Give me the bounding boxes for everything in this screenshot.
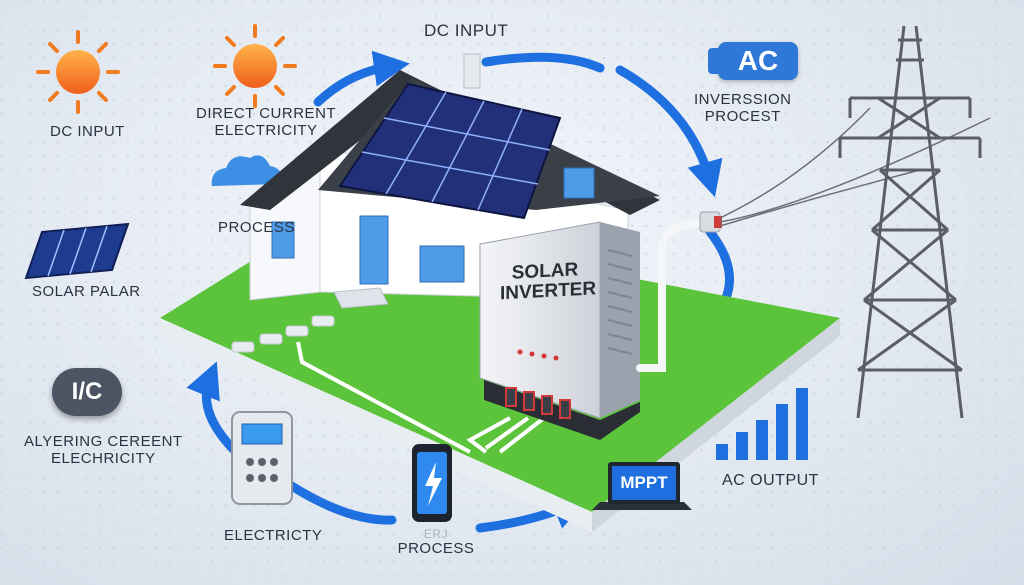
mppt-screen: MPPT	[608, 462, 680, 504]
solar-panel-label: SOLAR PALAR	[32, 283, 141, 300]
direct-current-line2: ELECTRICITY	[214, 121, 318, 139]
connector-icon	[699, 211, 722, 233]
inverter-icon	[479, 221, 640, 440]
inversion-line1: INVERSSION	[694, 91, 792, 108]
laptop-icon	[592, 502, 692, 510]
dc-input-left-label: DC INPUT	[50, 123, 125, 140]
transmission-tower-icon	[838, 25, 982, 419]
alternating-current-label: ALYERING CEREENT ELECHRICITY	[24, 433, 183, 467]
electricity-bottom-label: ELECTRICTY	[224, 527, 323, 544]
power-lines	[719, 107, 991, 227]
sun-icon	[36, 30, 120, 114]
ac-output-label: AC OUTPUT	[722, 472, 819, 489]
dc-input-top-label: DC INPUT	[424, 21, 509, 40]
bar-chart-bar	[776, 404, 788, 460]
bar-chart-icon	[716, 388, 808, 460]
phone-icon	[412, 444, 452, 522]
cloud-icon	[211, 155, 283, 186]
bar-chart-bar	[716, 444, 728, 460]
bar-chart-bar	[736, 432, 748, 460]
direct-current-line1: DIRECT CURRENT	[196, 105, 337, 122]
direct-current-label: DIRECT CURRENT ELECTRICITY	[196, 105, 337, 139]
meter-icon	[231, 411, 293, 505]
bar-chart-bar	[796, 388, 808, 460]
roof-solar-panel	[338, 82, 562, 220]
ac-badge: AC	[708, 42, 798, 80]
hc-badge: I/C	[52, 368, 122, 416]
process-left-label: PROCESS	[218, 219, 295, 236]
alternating-line1: ALYERING CEREENT	[24, 433, 183, 450]
solar-panel-icon	[24, 222, 130, 280]
sun-icon	[213, 24, 297, 108]
bar-chart-bar	[756, 420, 768, 460]
process-bottom-label: ERJ PROCESS	[396, 527, 476, 558]
solar-inverter-label: SOLAR INVERTER	[500, 259, 596, 304]
process-bottom-faint: ERJ	[423, 527, 449, 541]
alternating-line2: ELECHRICITY	[50, 449, 156, 467]
process-bottom-text: PROCESS	[397, 540, 475, 558]
inversion-line2: PROCEST	[704, 107, 781, 125]
inversion-process-label: INVERSSION PROCEST	[694, 91, 792, 125]
